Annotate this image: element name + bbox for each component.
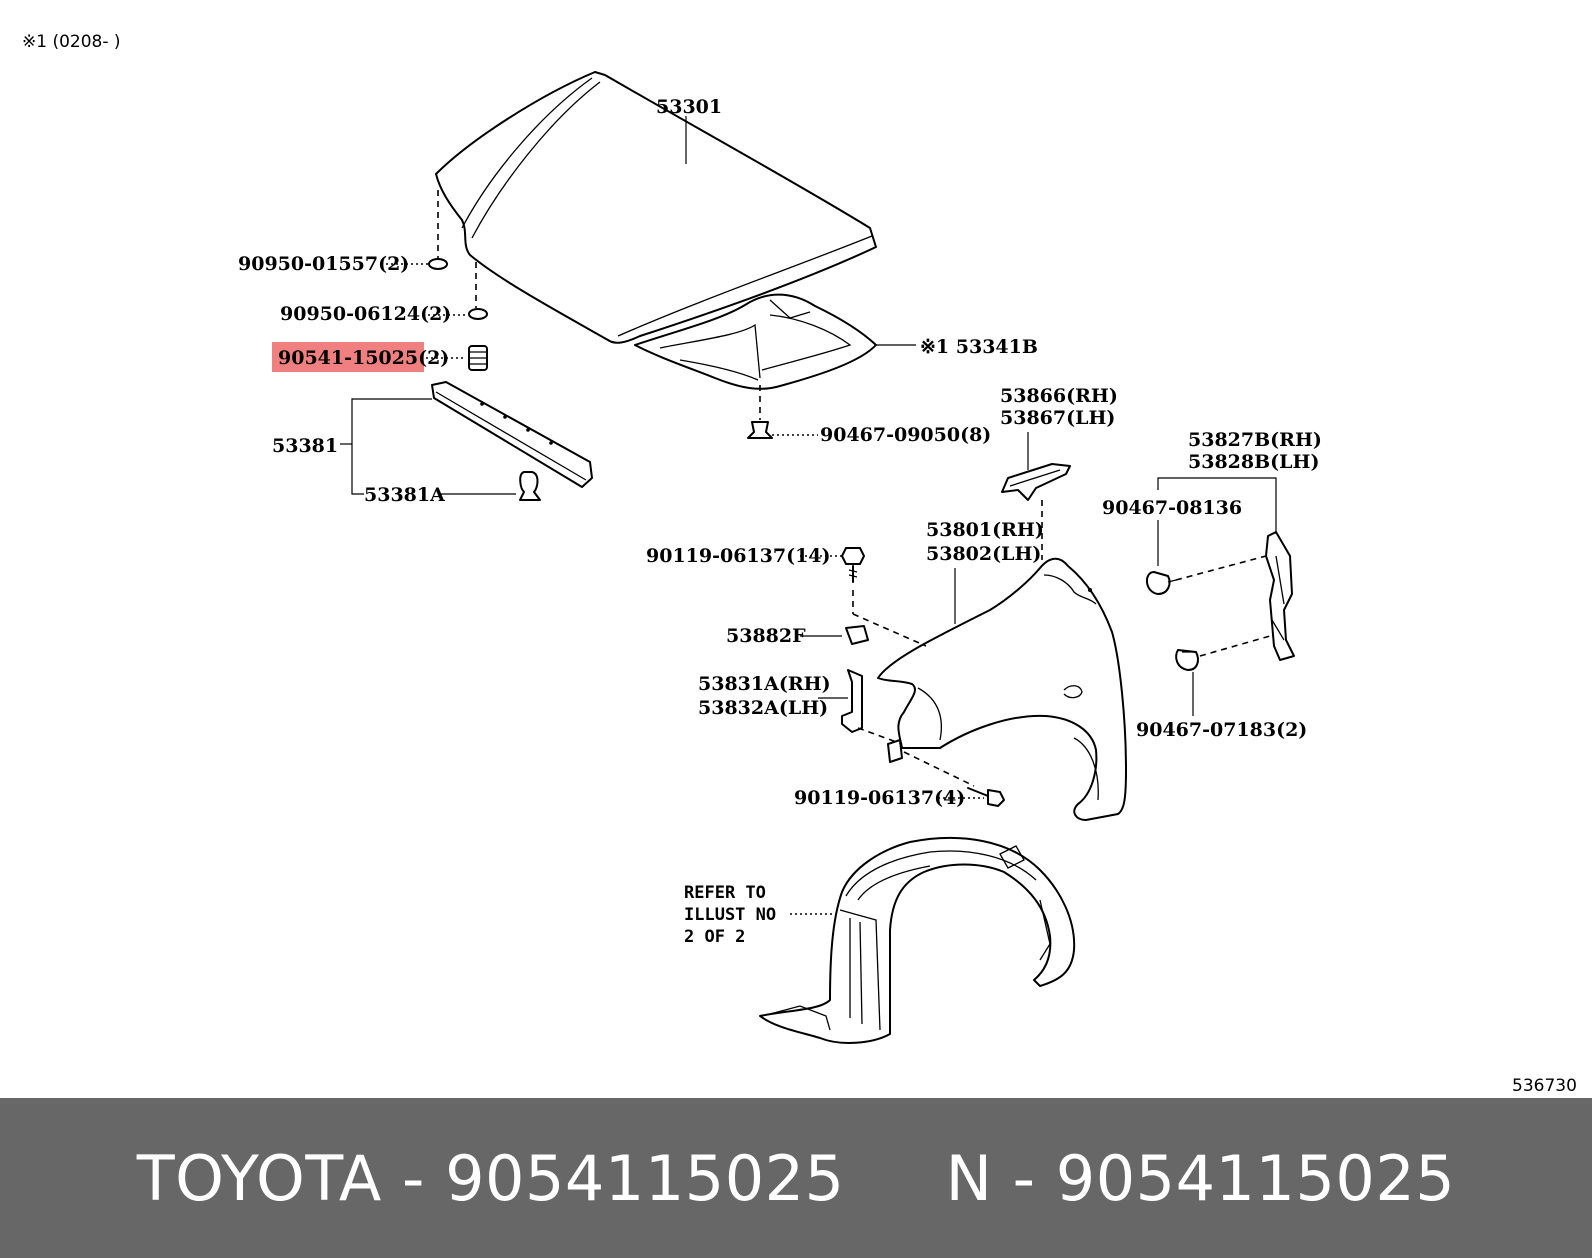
fender-extension-lh-callout: 53867(LH) [1000, 407, 1115, 429]
hood-cushion-upper-icon [428, 258, 448, 270]
insulator-clip-icon [747, 421, 773, 439]
liner-ref-line3: 2 OF 2 [684, 927, 745, 947]
hood-insulator-drawing [634, 293, 877, 390]
fender-protector-rh-callout: 53831A(RH) [698, 673, 831, 695]
part-number-banner-text: TOYOTA - 9054115025 N - 9054115025 [136, 1141, 1456, 1215]
fender-clip-lower-callout: 90467-07183(2) [1136, 719, 1307, 741]
fender-extension-rh-callout: 53866(RH) [1000, 385, 1118, 407]
insulator-clip-callout: 90467-09050(8) [820, 424, 991, 446]
fender-bolt-lower-mount-icon [887, 739, 903, 763]
bracket-clip-callout: 90467-08136 [1102, 497, 1242, 519]
seal-clip-icon [519, 471, 541, 501]
fender-bolt-upper-callout: 90119-06137(14) [646, 545, 831, 567]
fender-nut-callout: 53882F [726, 625, 806, 647]
fender-lh-callout: 53802(LH) [926, 543, 1041, 565]
fender-clip-lower-icon [1175, 649, 1199, 671]
cushion-lower-callout: 90950-06124(2) [280, 303, 451, 325]
fender-protector-lh-callout: 53832A(LH) [698, 697, 828, 719]
insulator-callout: ※1 53341B [920, 336, 1038, 358]
bracket-clip-guide [1175, 555, 1267, 581]
seal-group-callout: 53381 [272, 435, 338, 457]
seal-bracket-leader [351, 398, 432, 495]
bracket-clip-icon [1146, 571, 1177, 595]
part-number-banner: TOYOTA - 9054115025 N - 9054115025 [0, 1098, 1592, 1258]
protector-guide [857, 727, 903, 745]
hood-stopper-icon [468, 345, 488, 371]
fender-nut-icon [845, 625, 869, 645]
parts-diagram: ※1 (0208- ) 536730 53301 ※1 53341B 90467… [22, 32, 1577, 1096]
fender-bolt-lower-callout: 90119-06137(4) [794, 787, 965, 809]
hood-callout: 53301 [656, 96, 722, 118]
fender-extension-drawing [1001, 463, 1071, 501]
fender-bolt-lower-icon [967, 787, 1005, 807]
hood-seal-drawing [431, 381, 593, 488]
lower-clip-guide [1199, 635, 1271, 657]
fender-bracket-drawing [1265, 531, 1295, 661]
fender-bracket-rh-callout: 53827B(RH) [1188, 429, 1322, 451]
hood-cushion-lower-icon [468, 308, 488, 320]
liner-ref-line2: ILLUST NO [684, 905, 776, 925]
fender-liner-drawing [759, 836, 1076, 1044]
hood-stopper-highlight [272, 342, 424, 372]
fender-rh-callout: 53801(RH) [926, 519, 1044, 541]
figure-number: 536730 [1512, 1076, 1577, 1096]
cushion-upper-callout: 90950-01557(2) [238, 253, 409, 275]
fender-protector-drawing [841, 669, 863, 733]
header-note: ※1 (0208- ) [22, 32, 121, 52]
hood-stopper-callout: 90541-15025(2) [278, 347, 449, 369]
fender-drawing [877, 557, 1127, 821]
bolt-upper-guide-angle [852, 613, 927, 647]
hood-drawing [435, 71, 877, 344]
bracket-leader [1157, 477, 1277, 534]
fender-bracket-lh-callout: 53828B(LH) [1188, 451, 1319, 473]
seal-clip-callout: 53381A [364, 484, 445, 506]
liner-ref-line1: REFER TO [684, 883, 766, 903]
fender-bolt-upper-icon [841, 547, 865, 583]
parts-diagram-canvas: ※1 (0208- ) 536730 53301 ※1 53341B 90467… [22, 32, 1577, 1096]
bolt-lower-guide [903, 751, 975, 787]
